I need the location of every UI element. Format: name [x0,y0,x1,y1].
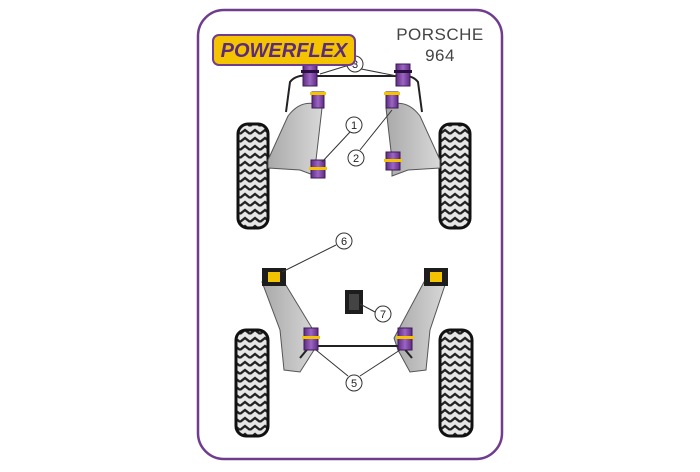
powerflex-logo: POWERFLEX [212,34,356,66]
model-title: PORSCHE 964 [380,24,500,66]
logo-text: POWERFLEX [221,40,349,62]
model-number: 964 [425,46,455,65]
callout-1-label: 1 [351,120,357,132]
rear-left-top-mount [262,268,286,286]
rear-right-arb-bush [396,327,414,351]
rear-left-arb-bush [302,327,320,351]
front-right-wishbone-rear-bush [384,151,402,171]
front-anti-roll-bar [285,74,423,113]
model-make: PORSCHE [396,25,484,44]
callout-7-label: 7 [380,309,386,321]
rear-right-top-mount [424,268,448,286]
callout-5-circle [345,374,363,392]
callout-3-label: 3 [352,59,358,71]
rear-anti-roll-bar [299,345,413,359]
front-arb-bush-left [301,63,319,87]
front-right-tyre [438,122,472,230]
front-arb-bush-right [394,63,412,87]
callout-2-label: 2 [353,153,359,165]
rear-axle: 6 7 5 [234,232,474,438]
rear-right-tyre [438,328,474,438]
front-left-wishbone-front-bush [310,91,326,109]
front-axle: 3 1 2 [236,55,472,230]
front-left-tyre [236,122,270,230]
front-left-wishbone-rear-bush [309,159,327,179]
centre-mount [345,290,363,314]
front-right-wishbone-front-bush [384,91,400,109]
callout-6-circle [335,232,353,250]
callout-5-label: 5 [351,378,357,390]
rear-left-tyre [234,328,270,438]
callout-2-circle [347,149,365,167]
callout-6-label: 6 [341,236,347,248]
callout-7-circle [374,305,392,323]
callout-1-circle [345,116,363,134]
